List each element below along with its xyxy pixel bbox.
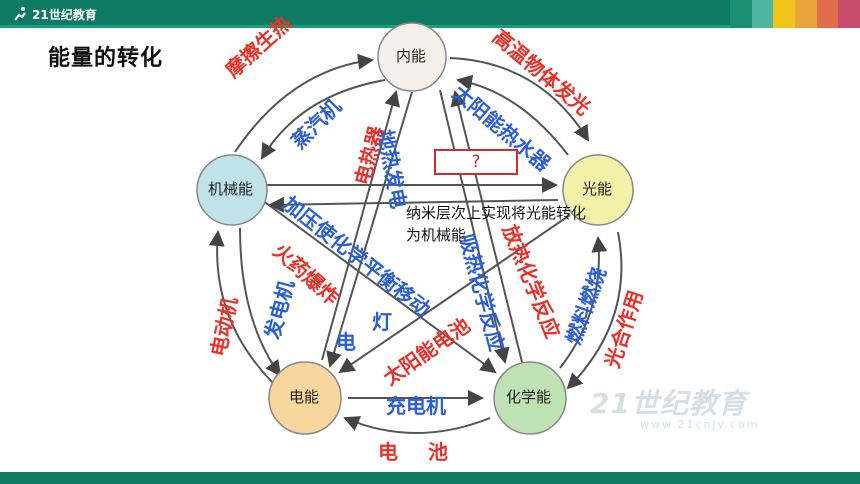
node-light-group (562, 154, 634, 226)
arrow-mechanical-to-electric (239, 227, 282, 377)
arrow-chemical-to-internal (450, 90, 523, 363)
arrow-internal-to-light (449, 57, 590, 142)
page-title: 能量的转化 (48, 46, 164, 71)
color-tab (751, 0, 774, 28)
node-electric-group (268, 361, 342, 435)
node-chemical-label: 化学能 (506, 388, 552, 406)
label-battery-1: 电 (378, 440, 398, 464)
node-electric (268, 361, 342, 435)
bottom-bar (0, 472, 860, 484)
color-tab (816, 0, 839, 28)
question-box: ? (434, 149, 518, 175)
color-tab-strip (730, 0, 860, 28)
watermark-url: www.21cnjy.com (640, 418, 760, 431)
node-internal (377, 22, 447, 92)
label-lamp-2: 灯 (372, 310, 392, 334)
node-mechanical (196, 154, 268, 226)
arrow-electric-to-mechanical (208, 230, 276, 386)
node-light-label: 光能 (582, 180, 613, 198)
brand-logo-text: 21世纪教育 (32, 7, 97, 22)
node-electric-label: 电能 (289, 388, 320, 406)
brand-logo: 21世纪教育 (12, 5, 97, 23)
label-battery-2: 池 (428, 440, 448, 464)
node-internal-label: 内能 (396, 47, 427, 65)
label-charger: 充电机 (386, 394, 446, 418)
runner-logo-icon (14, 7, 26, 21)
color-tab (773, 0, 796, 28)
label-lamp-1: 电 (336, 330, 356, 354)
color-tab (730, 0, 752, 28)
arrow-mechanical-to-internal (234, 53, 374, 153)
node-chemical-group (493, 361, 567, 435)
node-mechanical-group (196, 154, 268, 226)
arrow-light-to-internal (456, 74, 569, 156)
arrow-chemical-to-light (559, 236, 608, 369)
arrow-light-to-mechanical (268, 196, 559, 213)
arrow-internal-to-mechanical (260, 79, 386, 160)
nano-note: 纳米层次上实现将光能转化为机械能 (406, 204, 587, 244)
arrow-mechanical-to-chemical (261, 199, 497, 374)
arrow-light-to-chemical (566, 231, 623, 390)
top-bar-stripe (0, 25, 860, 28)
arrow-internal-to-chemical (439, 89, 510, 364)
node-mechanical-label: 机械能 (208, 180, 254, 198)
color-tab (795, 0, 817, 28)
top-bar: 21世纪教育 (0, 0, 860, 28)
arrow-internal-to-electric (326, 91, 413, 368)
arrow-light-to-electric (338, 214, 571, 374)
node-internal-group (377, 22, 447, 92)
watermark: 21世纪教育 (590, 387, 747, 420)
color-tab (838, 0, 860, 28)
arrow-electric-to-internal (321, 90, 400, 361)
node-light (562, 154, 634, 226)
node-chemical (493, 361, 567, 435)
arrow-chemical-to-electric (343, 416, 491, 434)
